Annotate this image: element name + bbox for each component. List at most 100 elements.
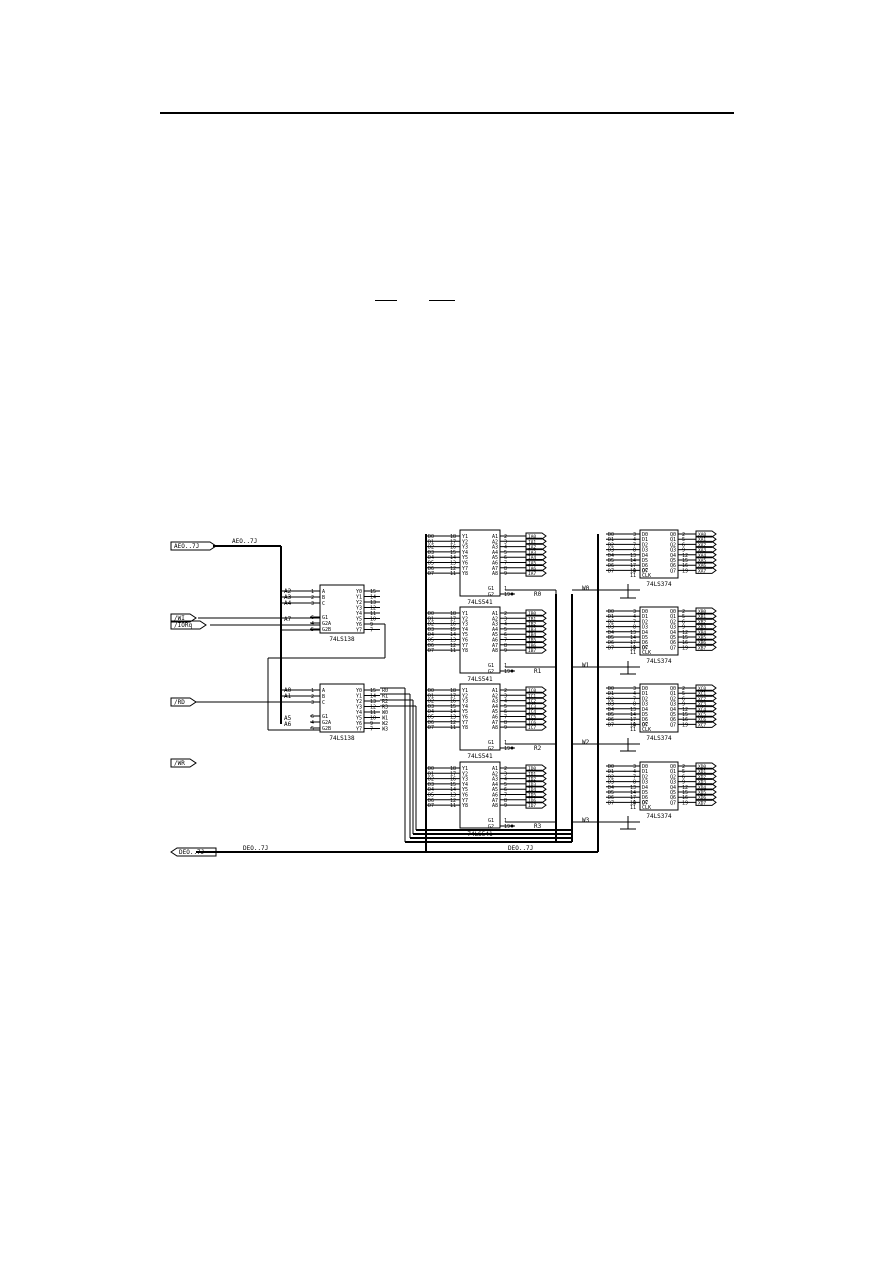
latch-pin-label: Q1 [670,769,676,775]
buffer-pin-number: 19 [504,824,510,830]
latch-part-label: 74LS374 [646,581,672,588]
latch-pin-label: D6 [642,795,648,801]
buffer-pin-number: 2 [504,688,507,694]
buffer-pin-label: Y4 [462,627,468,633]
latch-pin-number: 1 [633,800,636,806]
latch-output-port [695,798,717,806]
buffer-output-port [525,646,547,654]
buffer-pin-number: 5 [504,782,507,788]
buffer-pin-number: 18 [450,688,456,694]
buffer-output-label: ID6 [528,798,536,804]
decoder-output-signal: R0 [382,688,388,694]
latch-pin-number: 3 [633,609,636,615]
buffer-data-line: D2 [428,699,434,705]
latch-data-line: D1 [608,537,614,543]
buffer-pin-number: 13 [450,793,456,799]
decoder-pin-number: 11 [370,611,376,617]
latch-pin-label: Q4 [670,553,676,559]
latch-pin-label: D3 [642,548,648,554]
latch-data-line: D3 [608,780,614,786]
latch-pin-number: 13 [630,630,636,636]
latch-pin-label: Q1 [670,691,676,697]
latch-pin-number: 11 [630,805,636,811]
buffer-pin-label: Y4 [462,704,468,710]
decoder-pin-number: 15 [370,589,376,595]
latch-data-line: D4 [608,630,614,636]
buffer-pin-number: 12 [450,720,456,726]
latch-output-label: XD1 [698,769,706,775]
latch-pin-number: 19 [682,722,688,728]
buffer-data-line: D4 [428,787,434,793]
latch-chip [639,529,679,579]
buffer-pin-label: G2 [488,592,494,598]
decoder-pin-label: Y5 [356,716,362,722]
buffer-pin-label: A8 [492,571,498,577]
decoder-input-signal: A4 [284,600,292,607]
decoder-pin-number: 12 [370,705,376,711]
buffer-pin-number: 2 [504,534,507,540]
latch-data-line: D4 [608,553,614,559]
buffer-pin-number: 4 [504,777,507,783]
latch-data-line: D2 [608,619,614,625]
buffer-output-label: IA1 [528,539,536,545]
latch-pin-label: Q7 [670,568,676,574]
decoder-part-label: 74LS138 [329,636,355,643]
decoder-pin-number: 1 [311,589,314,595]
latch-pin-label: D2 [642,774,648,780]
buffer-data-line: D1 [428,539,434,545]
buffer-pin-number: 5 [504,704,507,710]
buffer-data-line: D2 [428,545,434,551]
buffer-enable-dot [510,669,514,673]
latch-data-line: D1 [608,691,614,697]
buffer-output-label: IC1 [528,693,536,699]
latch-pin-number: 8 [633,625,636,631]
latch-pin-number: 19 [682,568,688,574]
latch-pin-label: Q7 [670,722,676,728]
latch-output-label: XC7 [698,722,706,728]
buffer-pin-label: Y3 [462,622,468,628]
decoder-pin-number: 14 [370,595,376,601]
buffer-pin-label: Y7 [462,566,468,572]
buffer-pin-label: A2 [492,539,498,545]
buffer-output-port [525,801,547,809]
buffer-pin-number: 14 [450,632,456,638]
latch-output-label: XC0 [698,686,706,692]
latch-data-line: D6 [608,640,614,646]
latch-pin-number: 2 [682,532,685,538]
buffer-enable-signal: R0 [534,591,542,598]
latch-pin-number: 15 [682,712,688,718]
buffer-pin-label: A7 [492,720,498,726]
decoder-output-signal: W3 [382,727,388,733]
decoder-pin-number: 5 [311,726,314,732]
decoder-output-signal: W0 [382,710,388,716]
buffer-pin-number: 12 [450,798,456,804]
decoder-pin-number: 9 [370,622,373,628]
latch-pin-number: 1 [633,645,636,651]
latch-output-label: XA3 [698,548,706,554]
latch-clock-signal: W3 [582,817,590,824]
latch-pin-label: Q6 [670,563,676,569]
latch-data-line: D7 [608,722,614,728]
buffer-data-line: D7 [428,725,434,731]
address-input-port [170,541,217,551]
buffer-pin-number: 17 [450,771,456,777]
buffer-pin-number: 15 [450,627,456,633]
buffer-data-line: D1 [428,616,434,622]
latch-data-line: D6 [608,563,614,569]
buffer-pin-label: Y5 [462,555,468,561]
decoder-pin-number: 13 [370,600,376,606]
latch-pin-number: 14 [630,558,636,564]
latch-data-line: D7 [608,800,614,806]
latch-pin-label: CLK [642,727,651,733]
latch-data-line: D3 [608,548,614,554]
buffer-pin-label: G2 [488,746,494,752]
buffer-data-line: D5 [428,561,434,567]
buffer-pin-label: Y5 [462,632,468,638]
buffer-data-line: D2 [428,777,434,783]
buffer-pin-label: A3 [492,545,498,551]
buffer-data-line: D3 [428,550,434,556]
decoder-pin-label: Y3 [356,606,362,612]
latch-pin-label: D2 [642,696,648,702]
buffer-pin-label: Y7 [462,798,468,804]
decoder-enable-signal: A6 [284,721,292,728]
